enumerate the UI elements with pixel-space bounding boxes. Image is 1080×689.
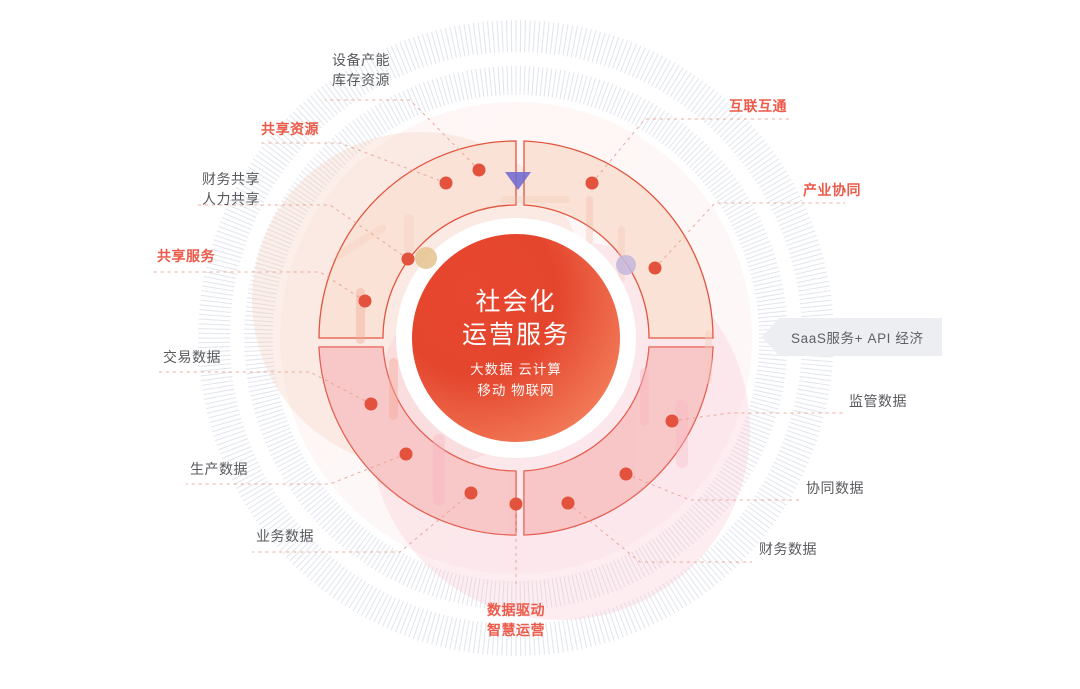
saas-callout-label: SaaS服务+ API 经济 — [779, 318, 942, 356]
node-dot — [616, 255, 636, 275]
label-line: 交易数据 — [163, 349, 221, 365]
leader-line — [325, 99, 480, 171]
diagram-label-shared-resources: 共享资源 — [261, 119, 319, 139]
data-dots — [358, 163, 679, 511]
label-line: 财务数据 — [759, 541, 817, 557]
leader-line — [158, 371, 372, 405]
label-line: 财务共享 — [202, 171, 260, 187]
node-dot — [399, 447, 413, 461]
label-line: 业务数据 — [256, 528, 314, 544]
node-dot — [358, 294, 372, 308]
label-line: 互联互通 — [729, 98, 787, 114]
diagram-label-interconnection: 互联互通 — [729, 96, 787, 116]
label-line: 人力共享 — [202, 191, 260, 208]
saas-callout: SaaS服务+ API 经济 — [762, 318, 942, 356]
diagram-label-equipment-capacity: 设备产能库存资源 — [332, 50, 390, 91]
core-circle — [412, 234, 620, 442]
leader-line — [186, 453, 407, 485]
outer-hatch-rings — [198, 20, 834, 656]
diagram-label-shared-services: 共享服务 — [157, 246, 215, 266]
leader-lines — [152, 99, 845, 588]
diagram-label-industry-synergy: 产业协同 — [803, 180, 861, 200]
diagram-label-supervision-data: 监管数据 — [849, 391, 907, 411]
core-title-line2: 运营服务 — [461, 320, 570, 349]
ring-lower-tint — [319, 347, 713, 536]
label-line: 监管数据 — [849, 393, 907, 409]
diagram-label-production-data: 生产数据 — [190, 459, 248, 479]
label-line: 数据驱动 — [487, 602, 545, 618]
core-sub-line2: 移动 物联网 — [477, 382, 555, 398]
label-line: 智慧运营 — [487, 622, 545, 639]
diagram-label-transaction-data: 交易数据 — [163, 347, 221, 367]
label-line: 库存资源 — [332, 72, 390, 89]
leader-line — [567, 502, 752, 563]
leader-line — [654, 202, 845, 269]
diagram-label-data-driven-ops: 数据驱动智慧运营 — [487, 600, 545, 641]
core-title-line1: 社会化 — [475, 288, 557, 316]
bar-accents — [333, 196, 712, 506]
diagram-label-finance-hr-sharing: 财务共享人力共享 — [202, 169, 260, 210]
node-dot — [439, 176, 453, 190]
node-dot — [401, 252, 415, 266]
diagram-label-financial-data: 财务数据 — [759, 539, 817, 559]
label-line: 设备产能 — [332, 52, 390, 68]
diagram-label-business-data: 业务数据 — [256, 526, 314, 546]
label-line: 生产数据 — [190, 461, 248, 477]
node-dot — [464, 486, 478, 500]
left-arrow-icon — [762, 318, 779, 356]
label-line: 产业协同 — [803, 182, 861, 198]
segment-ring — [318, 140, 714, 536]
label-line: 协同数据 — [806, 480, 864, 496]
node-dot — [472, 163, 486, 177]
leader-line — [625, 473, 800, 501]
leader-line — [196, 204, 409, 260]
node-dot — [561, 496, 575, 510]
node-dot — [364, 397, 378, 411]
node-dot — [415, 247, 437, 269]
node-dot — [585, 176, 599, 190]
core-text-block: 社会化 运营服务 大数据 云计算 移动 物联网 — [406, 286, 626, 402]
node-dot — [619, 467, 633, 481]
node-dot — [665, 414, 679, 428]
leader-line — [258, 142, 447, 184]
leader-line — [252, 492, 472, 553]
leader-line — [671, 412, 845, 422]
diagram-label-collaboration-data: 协同数据 — [806, 478, 864, 498]
node-dot — [509, 497, 523, 511]
core-sub-line1: 大数据 云计算 — [470, 362, 562, 377]
label-line: 共享服务 — [157, 248, 215, 264]
marker-triangle-icon — [505, 172, 531, 190]
label-line: 共享资源 — [261, 121, 319, 137]
node-dot — [648, 261, 662, 275]
